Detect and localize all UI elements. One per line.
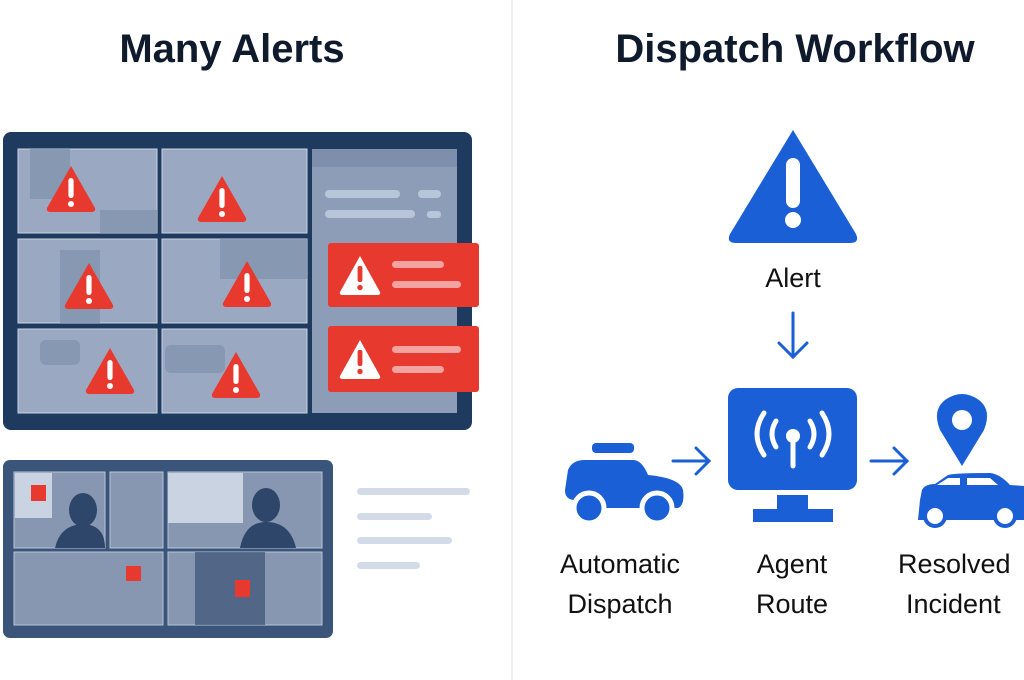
agent-monitor-icon: [728, 388, 857, 522]
detection-marker: [126, 566, 141, 581]
svg-text:Route: Route: [756, 589, 828, 619]
alert-monitor-wall: [3, 132, 479, 430]
dispatch-label: Automatic Dispatch: [560, 549, 680, 619]
right-title: Dispatch Workflow: [615, 27, 975, 71]
camera-feed: [109, 471, 164, 549]
car-icon: [918, 473, 1024, 528]
svg-text:Incident: Incident: [906, 589, 1001, 619]
text-placeholder-lines: [357, 488, 470, 569]
alert-card: [328, 326, 479, 392]
arrow-down-icon: [777, 311, 809, 360]
svg-text:Resolved: Resolved: [898, 549, 1011, 579]
alert-card: [328, 243, 479, 307]
camera-feed: [13, 551, 164, 626]
alert-label: Alert: [765, 263, 821, 293]
camera-feed: [17, 328, 158, 414]
alert-triangle-icon: [728, 130, 858, 243]
svg-text:Automatic: Automatic: [560, 549, 680, 579]
location-pin-icon: [936, 394, 988, 466]
taxi-car-icon: [565, 443, 684, 526]
svg-text:Dispatch: Dispatch: [567, 589, 672, 619]
detection-marker: [235, 580, 250, 597]
video-call-monitor: [3, 460, 333, 638]
resolved-incident-label: Resolved Incident: [898, 549, 1011, 619]
left-title: Many Alerts: [119, 27, 344, 71]
agent-route-label: Agent Route: [756, 549, 828, 619]
detection-marker: [31, 485, 46, 501]
arrow-right-icon: [869, 446, 910, 476]
arrow-right-icon: [671, 446, 712, 476]
svg-text:Agent: Agent: [757, 549, 828, 579]
